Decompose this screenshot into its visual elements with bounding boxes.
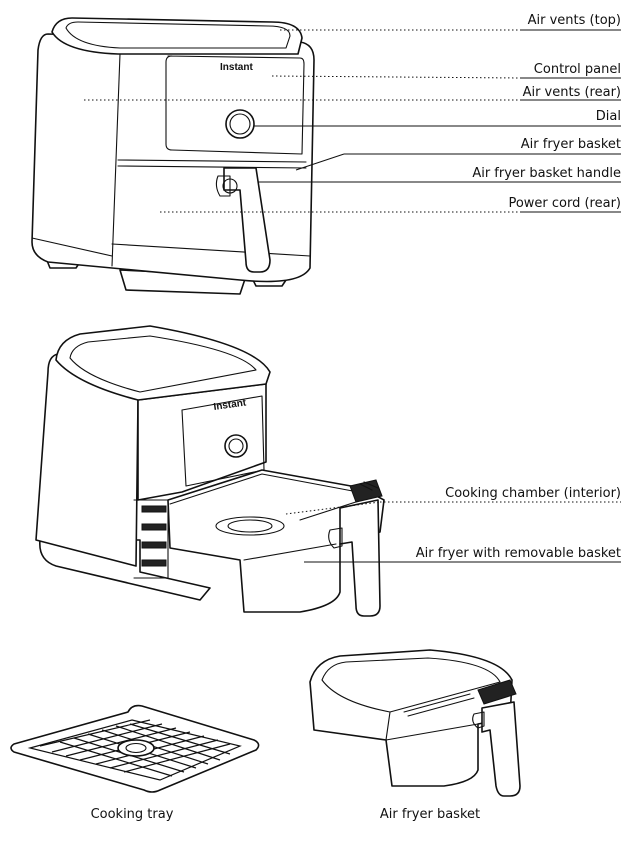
label-dial: Dial: [596, 109, 621, 124]
basket-illustration: [309, 649, 521, 797]
label-air-vents-rear: Air vents (rear): [523, 85, 621, 100]
leaders-fig2: [285, 501, 621, 563]
label-air-fryer-basket: Air fryer basket: [521, 137, 621, 152]
brand-logo-2: Instant: [213, 397, 248, 413]
label-power-cord: Power cord (rear): [508, 196, 621, 211]
label-air-vents-top: Air vents (top): [528, 13, 621, 28]
label-removable-basket: Air fryer with removable basket: [416, 546, 621, 561]
air-fryer-front-view: Instant: [31, 17, 315, 295]
caption-air-fryer-basket: Air fryer basket: [380, 807, 480, 822]
leaders-fig1: [84, 29, 621, 213]
label-cooking-chamber: Cooking chamber (interior): [445, 486, 621, 501]
air-fryer-open-view: Instant: [35, 325, 385, 617]
label-control-panel: Control panel: [534, 62, 621, 77]
brand-logo: Instant: [220, 62, 253, 73]
cooking-tray-illustration: [10, 704, 260, 793]
caption-cooking-tray: Cooking tray: [91, 807, 174, 822]
label-basket-handle: Air fryer basket handle: [472, 166, 621, 181]
